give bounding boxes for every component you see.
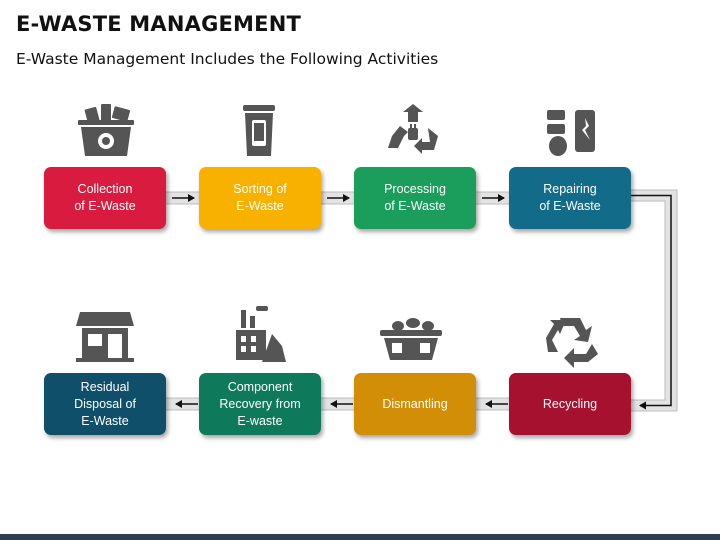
step-repairing: Repairing of E-Waste [509,167,631,229]
recycle-icon [546,318,598,368]
step-label: Dismantling [382,396,448,411]
waste-container-icon [380,318,442,360]
step-dismantling: Dismantling [354,373,476,435]
step-label: Repairing of E-Waste [539,182,601,213]
factory-recycle-icon [236,306,286,362]
devices-repair-icon [547,110,595,156]
step-label: Recycling [542,396,598,411]
step-label: Collection of E-Waste [74,182,136,213]
footer-bar [0,534,720,540]
step-label: Component Recovery from E-waste [219,379,301,428]
step-residual-disposal: Residual Disposal of E-Waste [44,373,166,435]
step-label: Sorting of E-Waste [233,182,287,213]
recycle-plug-icon [388,104,438,154]
page-subtitle: E-Waste Management Includes the Followin… [16,50,439,68]
recycle-bin-icon [78,104,134,156]
step-collection: Collection of E-Waste [44,167,166,229]
step-processing: Processing of E-Waste [354,167,476,229]
store-icon [76,312,134,362]
step-sorting: Sorting of E-Waste [199,167,321,229]
trash-can-icon [243,105,275,156]
arrow-4-5 [630,194,672,410]
step-label: Residual Disposal of E-Waste [74,379,136,428]
step-recycling: Recycling [509,373,631,435]
step-label: Processing of E-Waste [384,182,446,213]
step-component-recovery: Component Recovery from E-waste [199,373,321,435]
page-title: E-WASTE MANAGEMENT [16,12,301,36]
